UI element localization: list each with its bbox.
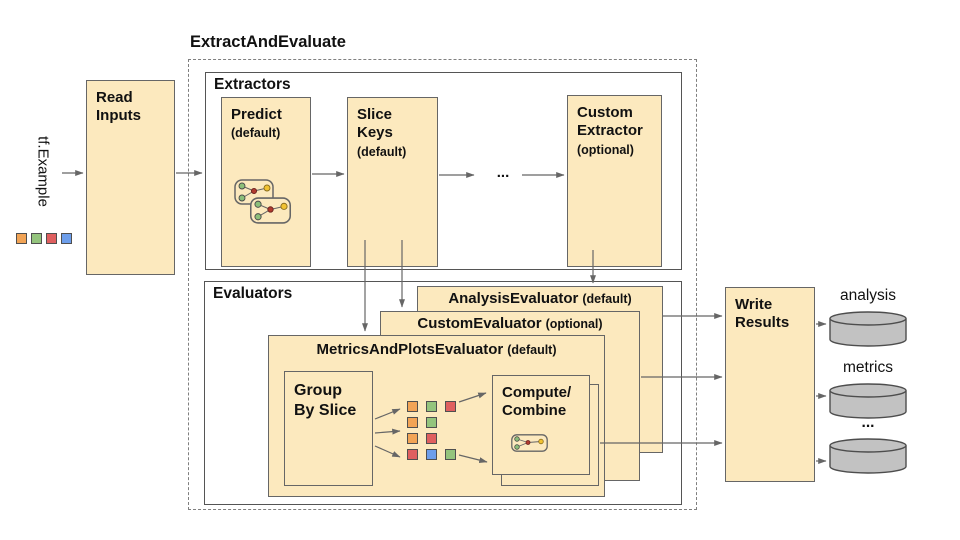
custom-evaluator-qualifier: (optional) [545,317,603,331]
orange-square [407,417,418,428]
custom-evaluator-label: CustomEvaluator [417,315,542,332]
custom-extractor-qualifier: (optional) [577,142,634,157]
compute-combine-label-line2: Combine [502,402,567,420]
compute-combine-label-line1: Compute/ [502,384,572,401]
green-square [426,401,437,412]
analysis-database-cylinder-icon [829,311,907,347]
slice-keys-qualifier: (default) [357,144,407,159]
read-inputs-label: Read Inputs [96,89,141,125]
pipeline-title: ExtractAndEvaluate [190,33,346,51]
metrics-output-label: metrics [843,359,893,376]
input-example-squares [16,233,72,249]
square-row [407,417,456,428]
evaluators-label: Evaluators [213,285,293,302]
red-square [407,449,418,460]
blue-square [426,449,437,460]
orange-square [407,433,418,444]
square-row [407,449,456,460]
extractors-label: Extractors [214,76,291,93]
model-graph-icon [511,434,548,452]
square-row [407,401,456,412]
custom-extractor-label: Custom Extractor [577,104,643,140]
blue-square [61,233,72,244]
group-by-slice-label: Group By Slice [294,382,357,419]
orange-square [407,401,418,412]
red-square [445,401,456,412]
analysis-output-label: analysis [840,287,896,304]
red-square [426,433,437,444]
model-graph-icon [249,197,292,224]
slice-keys-extractor-box: Slice Keys (default) [347,97,438,267]
slice-keys-label: Slice Keys [357,106,393,142]
metrics-and-plots-evaluator-qualifier: (default) [507,343,557,357]
red-square [46,233,57,244]
analysis-evaluator-qualifier: (default) [582,292,632,306]
group-by-slice-box: Group By Slice [284,371,373,486]
more-database-cylinder-icon [829,438,907,474]
green-square [31,233,42,244]
square-row [16,233,72,244]
predict-label: Predict [231,106,282,123]
orange-square [16,233,27,244]
slice-grid [407,401,456,465]
write-results-box: Write Results [725,287,815,482]
write-results-label: Write Results [735,296,790,332]
predict-qualifier: (default) [231,126,281,141]
custom-extractor-box: Custom Extractor (optional) [567,95,662,267]
analysis-evaluator-label: AnalysisEvaluator [448,290,579,307]
green-square [426,417,437,428]
extractor-ellipsis: ... [496,164,510,181]
metrics-database-cylinder-icon [829,383,907,419]
predict-extractor-box: Predict (default) [221,97,311,267]
evaluators-box: Evaluators [204,281,682,505]
tf-example-label: tf.Example [34,136,52,207]
extract-and-evaluate-dashed-container [188,59,697,510]
extractors-box: Extractors [205,72,682,270]
compute-combine-box: Compute/ Combine [492,375,590,475]
metrics-and-plots-evaluator-label: MetricsAndPlotsEvaluator [316,341,504,358]
read-inputs-box: Read Inputs [86,80,175,275]
square-row [407,433,456,444]
green-square [445,449,456,460]
